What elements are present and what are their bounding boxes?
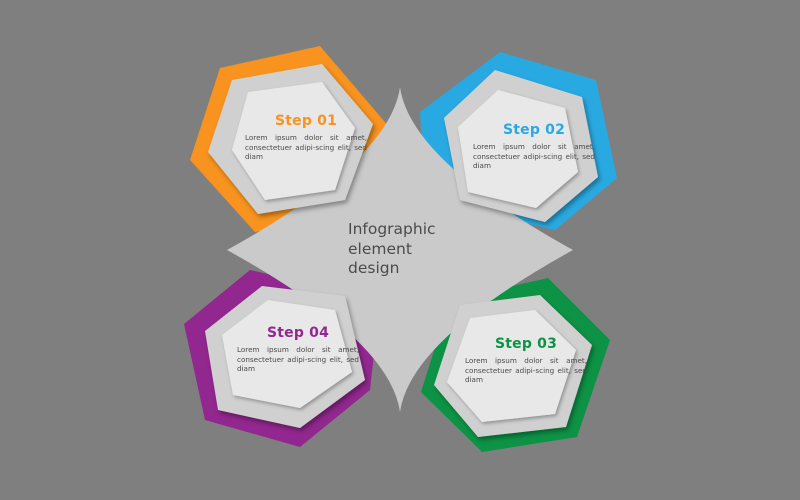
center-title-line-2: element <box>348 239 412 258</box>
step-04-title: Step 04 <box>266 325 330 341</box>
step-04-inner-hexagon <box>222 300 352 408</box>
step-04-body: Lorem ipsum dolor sit amet, consectetuer… <box>237 345 359 374</box>
step-02-inner-hexagon <box>458 90 578 208</box>
step-03-title: Step 03 <box>494 336 558 352</box>
center-title-line-1: Infographic <box>348 220 436 238</box>
step-01-body: Lorem ipsum dolor sit amet, consectetuer… <box>245 133 367 162</box>
step-01-title: Step 01 <box>274 113 338 129</box>
step-03-inner-hexagon <box>447 310 576 422</box>
step-03-body: Lorem ipsum dolor sit amet, consectetuer… <box>465 356 587 385</box>
step-01-block: Step 01 Lorem ipsum dolor sit amet, cons… <box>245 113 367 162</box>
step-01-inner-hexagon <box>232 82 355 200</box>
step-02-body: Lorem ipsum dolor sit amet, consectetuer… <box>473 142 595 171</box>
center-title-line-3: design <box>348 259 400 277</box>
step-04-block: Step 04 Lorem ipsum dolor sit amet, cons… <box>237 325 359 374</box>
center-star-shape <box>227 87 573 412</box>
step-02-block: Step 02 Lorem ipsum dolor sit amet, cons… <box>473 122 595 171</box>
step-02-title: Step 02 <box>502 122 566 138</box>
step-03-block: Step 03 Lorem ipsum dolor sit amet, cons… <box>465 336 587 385</box>
center-title: Infographic element design <box>348 220 468 279</box>
